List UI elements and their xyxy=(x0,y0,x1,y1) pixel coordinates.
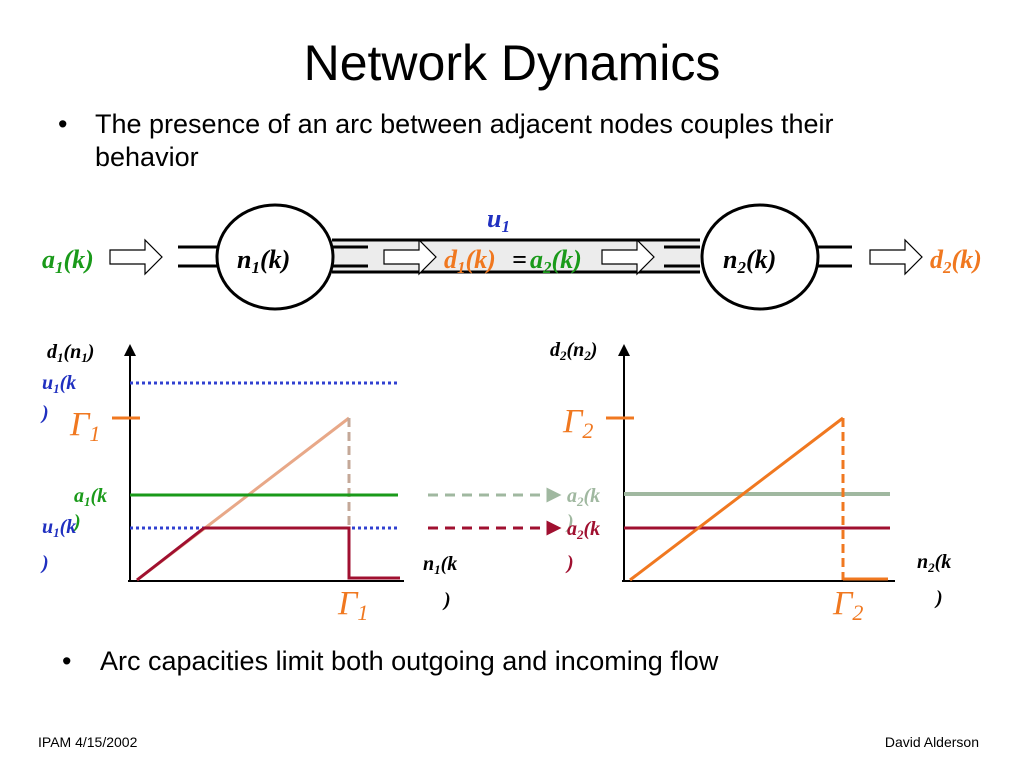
flow-arrow-out xyxy=(869,238,923,276)
graph-2-demand-ramp xyxy=(629,416,844,582)
label-u1: u1 xyxy=(487,204,510,236)
graph-2-a2-label: a2(k) xyxy=(565,518,600,574)
footer-left: IPAM 4/15/2002 xyxy=(38,734,138,750)
flow-arrow-arc-2 xyxy=(601,238,655,276)
bullet-1-line-2: behavior xyxy=(95,142,199,172)
graph-1-output-curve xyxy=(136,526,400,582)
node-n1 xyxy=(215,203,335,311)
graph-1: d1(n1) u1(k) Γ1 a1(k) u1(k) n1(k) Γ1 xyxy=(40,341,457,625)
slide-title: Network Dynamics xyxy=(303,35,721,91)
bullet-marker: • xyxy=(62,646,72,676)
graph-2-gamma-bottom: Γ2 xyxy=(832,585,863,625)
flow-arrow-arc-1 xyxy=(383,238,437,276)
graph-1-gamma-bottom: Γ1 xyxy=(337,585,368,625)
stub-lines xyxy=(178,245,852,268)
label-equals: = xyxy=(512,245,527,274)
graph-1-gamma-label: Γ1 xyxy=(69,406,100,446)
label-n1k: n1(k) xyxy=(237,245,290,277)
graph-1-a1-label: a1(k) xyxy=(72,485,107,533)
graph-2: d2(n2) Γ2 a2(k) a2(k) n2(k) Γ2 xyxy=(550,339,951,625)
bullet-marker: • xyxy=(58,109,68,139)
label-n2k: n2(k) xyxy=(723,245,776,277)
graph-1-u1-label: u1(k) xyxy=(40,372,76,424)
bullet-2-text: Arc capacities limit both outgoing and i… xyxy=(100,646,719,676)
label-a1k: a1(k) xyxy=(42,245,94,277)
graph-1-ylabel: d1(n1) xyxy=(47,341,94,365)
label-a2k: a2(k) xyxy=(530,245,582,277)
label-d2k: d2(k) xyxy=(930,245,982,277)
graph-1-xlabel: n1(k) xyxy=(423,553,457,611)
flow-arrow-in xyxy=(109,238,163,276)
graph-2-xlabel: n2(k) xyxy=(917,551,951,609)
graph-2-ylabel: d2(n2) xyxy=(550,339,597,363)
graph-1-u1-low-label: u1(k) xyxy=(40,516,76,574)
graph-2-gamma-label: Γ2 xyxy=(562,403,593,443)
label-d1k: d1(k) xyxy=(444,245,496,277)
bullet-1: • The presence of an arc between adjacen… xyxy=(58,108,998,178)
graph-2-a2-pale-label: a2(k) xyxy=(565,485,600,533)
bullet-1-line-1: The presence of an arc between adjacent … xyxy=(95,109,834,139)
footer-right: David Alderson xyxy=(884,734,979,750)
bullet-2: • Arc capacities limit both outgoing and… xyxy=(62,645,962,681)
node-n2 xyxy=(700,203,820,311)
